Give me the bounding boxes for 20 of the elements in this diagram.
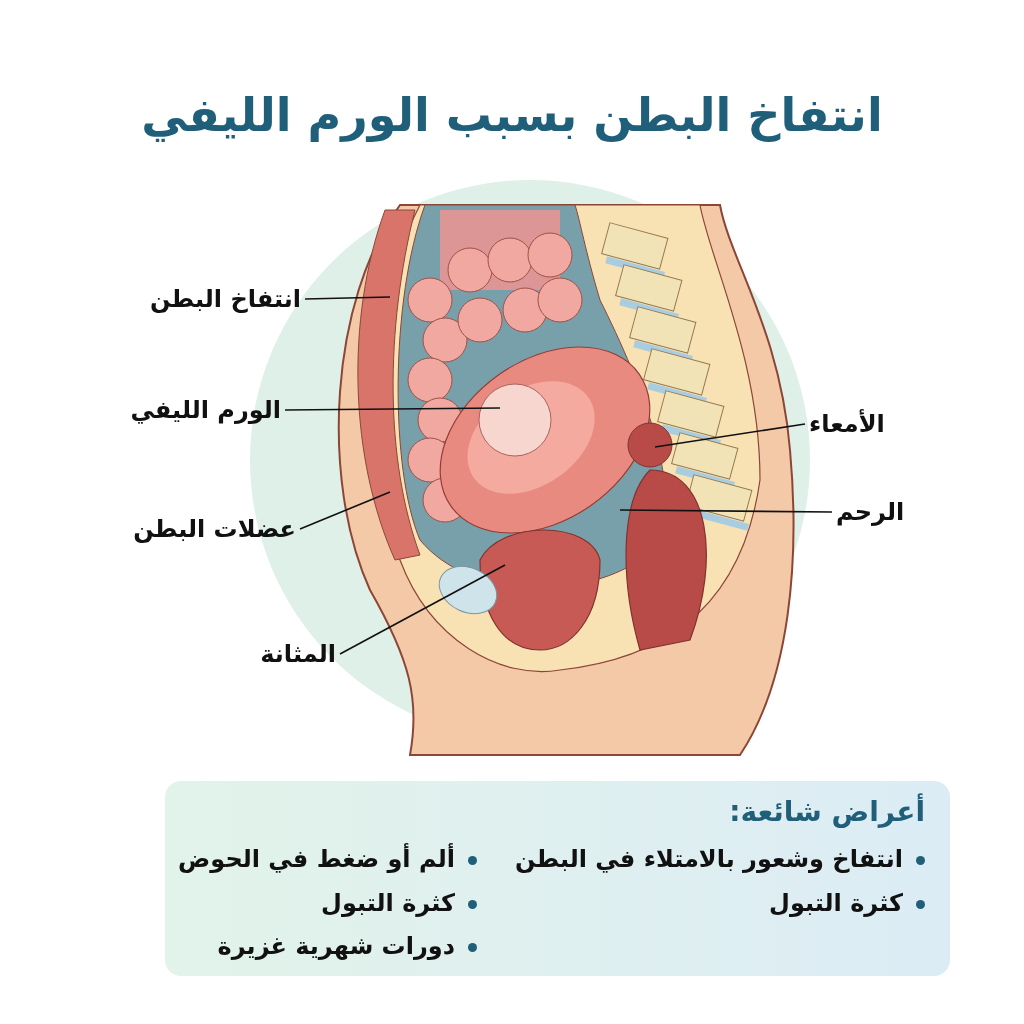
leader-line [284,407,501,411]
part-label: عضلات البطن [129,513,300,545]
symptom-item: كثرة التبول [321,889,455,917]
title: انتفاخ البطن بسبب الورم الليفي [140,88,884,142]
part-label: الورم الليفي [126,394,285,426]
leader-line [339,564,506,655]
symptom-item: انتفاخ وشعور بالامتلاء في البطن [514,845,903,873]
symptom-item: دورات شهرية غزيرة [217,932,455,960]
leader-line [304,296,391,300]
part-label: المثانة [256,638,340,670]
symptoms-box [165,781,950,976]
leader-line [299,491,391,530]
part-label: الرحم [832,496,909,528]
part-label: الأمعاء [805,408,889,440]
symptom-item: كثرة التبول [769,889,903,917]
leader-line [654,423,806,448]
box-heading: أعراض شائعة: [729,795,925,829]
symptom-item: ألم أو ضغط في الحوض [178,845,455,873]
part-label: انتفاخ البطن [146,283,305,315]
leader-line [619,509,833,513]
